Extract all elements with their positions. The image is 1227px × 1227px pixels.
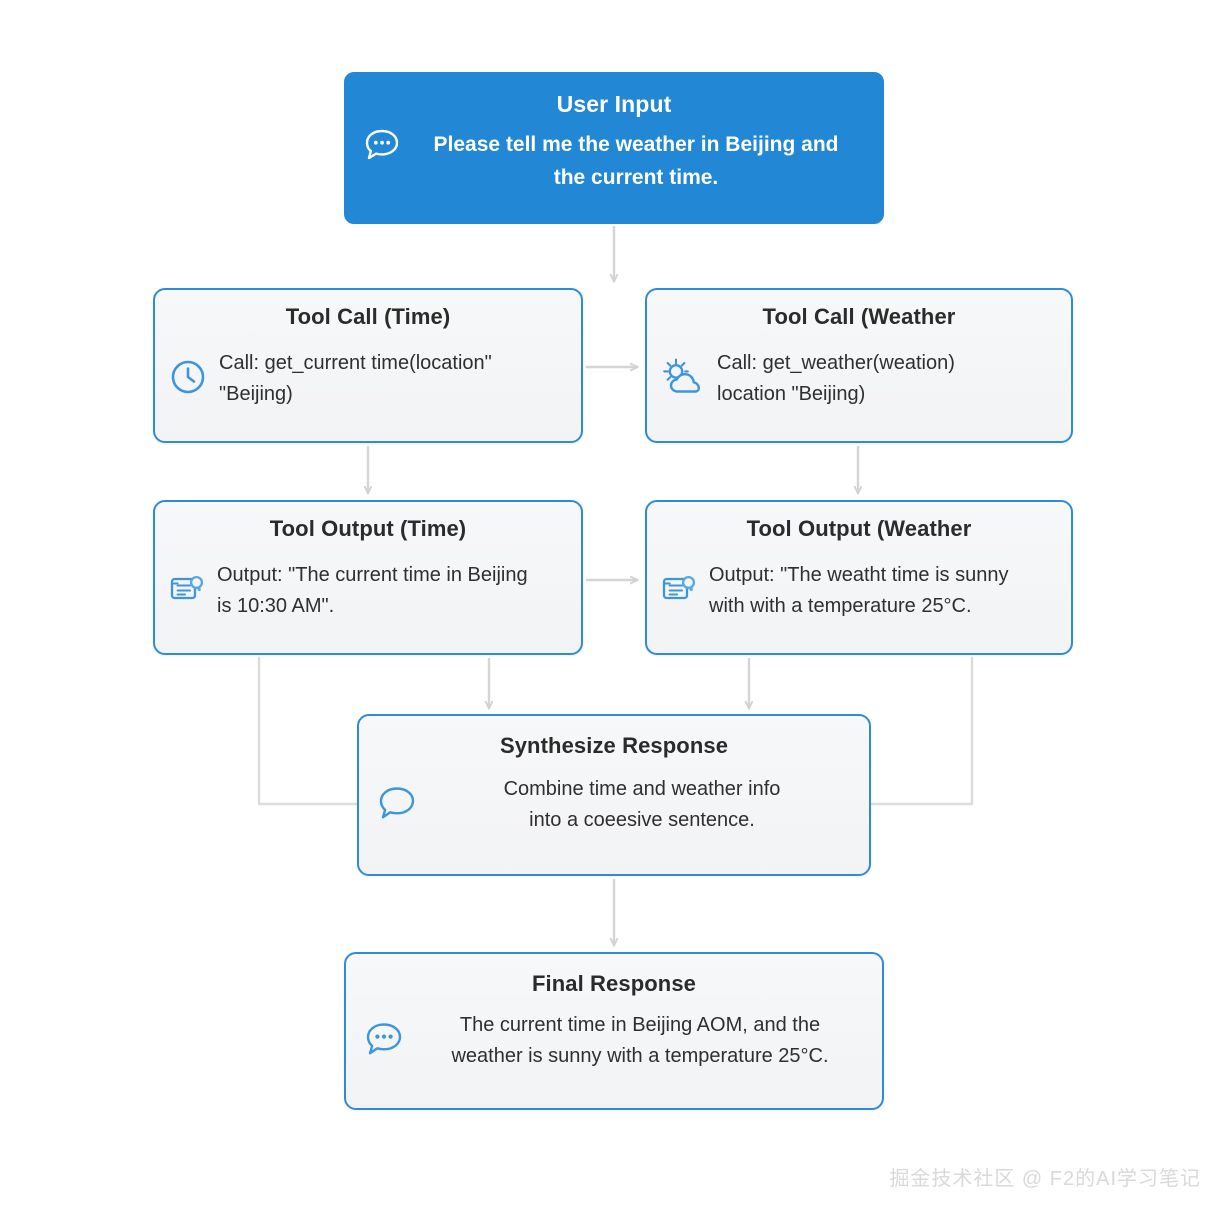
chat-bubble-dots-icon xyxy=(364,128,400,167)
node-tool-call-weather-title: Tool Call (Weather xyxy=(762,304,956,329)
sun-cloud-icon xyxy=(661,357,705,402)
connector-tool-output-weather-to-synthesize-right xyxy=(869,656,974,806)
connector-tool-output-time-to-synthesize-left xyxy=(257,656,359,806)
chat-bubble-icon xyxy=(377,785,417,826)
node-tool-output-time[interactable]: Tool Output (Time) Output: "The current … xyxy=(153,500,583,655)
node-tool-output-weather[interactable]: Tool Output (Weather Output: "The weatht… xyxy=(645,500,1073,655)
document-output-icon xyxy=(169,572,205,611)
node-tool-call-time[interactable]: Tool Call (Time) Call: get_current time(… xyxy=(153,288,583,443)
node-final-response-body: The current time in Beijing AOM, and the… xyxy=(364,1010,864,1072)
node-tool-output-weather-title: Tool Output (Weather xyxy=(746,516,972,541)
node-final-response-text: The current time in Beijing AOM, and the… xyxy=(451,1014,829,1067)
node-tool-call-weather-text: Call: get_weather(weation) location "Bei… xyxy=(717,352,955,405)
node-user-input-body: Please tell me the weather in Beijing an… xyxy=(364,128,864,194)
node-final-response-title: Final Response xyxy=(532,971,696,996)
node-tool-call-time-title: Tool Call (Time) xyxy=(285,304,451,329)
node-tool-call-weather[interactable]: Tool Call (Weather Call: get_weathe xyxy=(645,288,1073,443)
node-tool-output-time-title: Tool Output (Time) xyxy=(269,516,467,541)
node-tool-call-time-text: Call: get_current time(location" "Beijin… xyxy=(219,352,492,405)
node-tool-output-time-body: Output: "The current time in Beijing is … xyxy=(169,560,567,622)
node-synthesize-response-body: Combine time and weather info into a coe… xyxy=(377,774,851,836)
node-user-input-text: Please tell me the weather in Beijing an… xyxy=(433,133,839,189)
watermark: 掘金技术社区 @ F2的AI学习笔记 xyxy=(889,1168,1201,1190)
node-tool-output-weather-text: Output: "The weatht time is sunny with w… xyxy=(709,564,1009,617)
clock-icon xyxy=(169,358,207,401)
document-output-icon xyxy=(661,572,697,611)
node-synthesize-response[interactable]: Synthesize Response Combine time and wea… xyxy=(357,714,871,876)
chat-bubble-dots-icon xyxy=(364,1021,404,1062)
node-tool-output-weather-body: Output: "The weatht time is sunny with w… xyxy=(661,560,1057,622)
node-user-input-title: User Input xyxy=(556,91,672,117)
node-synthesize-response-title: Synthesize Response xyxy=(499,733,729,758)
node-tool-call-weather-body: Call: get_weather(weation) location "Bei… xyxy=(661,348,1057,410)
node-final-response[interactable]: Final Response The current time in Beiji… xyxy=(344,952,884,1110)
node-user-input[interactable]: User Input Please tell me the weather in… xyxy=(344,72,884,224)
node-tool-call-time-body: Call: get_current time(location" "Beijin… xyxy=(169,348,567,410)
node-tool-output-time-text: Output: "The current time in Beijing is … xyxy=(217,564,528,617)
node-synthesize-response-text: Combine time and weather info into a coe… xyxy=(503,778,781,831)
